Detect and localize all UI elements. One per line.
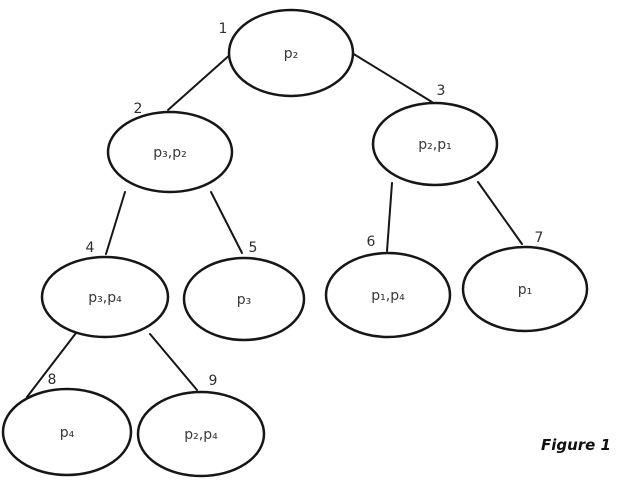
tree-node-1-label: p₂ [284,46,299,62]
tree-node-8-ellipse [1,387,133,477]
tree-node-5-number: 5 [249,240,258,256]
tree-node-2: p₃,p₂ [106,110,234,194]
tree-node-3: p₂,p₁ [371,101,499,187]
tree-node-9: p₂,p₄ [136,390,266,478]
tree-node-9-number: 9 [209,373,218,389]
tree-edge-3-6 [386,182,393,252]
tree-edge-2-5 [210,191,243,254]
tree-node-4: p₃,p₄ [40,255,170,339]
tree-edges [26,52,523,398]
tree-node-2-label: p₃,p₂ [153,145,186,161]
tree-node-7: p₁ [461,245,589,333]
tree-node-9-ellipse [136,390,266,478]
tree-node-6-number: 6 [367,234,376,250]
tree-node-2-ellipse [106,110,234,194]
tree-node-5: p₃ [182,256,306,342]
tree-node-8-label: p₄ [60,425,75,441]
tree-node-5-label: p₃ [237,292,252,308]
tree-edge-4-8 [26,332,77,398]
tree-node-2-number: 2 [134,101,143,117]
tree-node-5-ellipse [182,256,306,342]
tree-node-7-label: p₁ [518,282,533,298]
tree-edge-1-2 [167,52,233,111]
tree-edge-4-9 [149,333,198,391]
tree-node-3-ellipse [371,101,499,187]
tree-node-7-ellipse [461,245,589,333]
tree-node-1-ellipse [227,8,355,98]
tree-node-4-number: 4 [86,240,95,256]
tree-edge-1-3 [351,52,433,103]
tree-node-7-number: 7 [535,230,544,246]
tree-node-4-label: p₃,p₄ [88,290,122,306]
tree-node-1-number: 1 [219,21,228,37]
tree-node-9-label: p₂,p₄ [184,427,218,443]
tree-node-3-number: 3 [437,83,446,99]
tree-node-8-number: 8 [48,372,57,388]
figure-caption: Figure 1 [541,436,611,454]
tree-node-3-label: p₂,p₁ [418,137,451,153]
tree-node-8: p₄ [1,387,133,477]
tree-node-6-label: p₁,p₄ [371,288,405,304]
tree-node-6: p₁,p₄ [324,251,452,339]
tree-node-6-ellipse [324,251,452,339]
tree-edge-3-7 [477,181,523,245]
tree-edge-2-4 [105,191,126,255]
tree-node-4-ellipse [40,255,170,339]
tree-node-1: p₂ [227,8,355,98]
